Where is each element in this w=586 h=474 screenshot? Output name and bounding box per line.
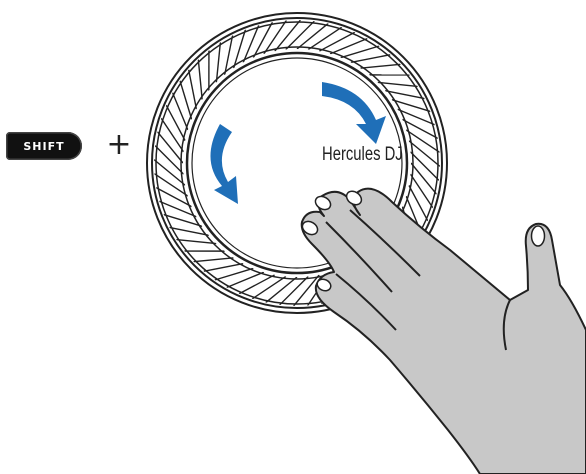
grip-hatch-line — [251, 275, 287, 300]
grip-hatch-line — [296, 22, 329, 50]
grip-hatch-line — [252, 21, 274, 59]
grip-hatch-line — [409, 151, 440, 181]
grip-hatch-line — [410, 162, 438, 195]
grip-hatch-line — [163, 213, 203, 228]
grip-hatch-line — [156, 131, 184, 164]
grip-hatch-line — [408, 184, 429, 222]
grip-hatch-line — [409, 173, 434, 209]
grip-hatch-line — [377, 81, 418, 88]
grip-hatch-line — [179, 80, 193, 120]
grip-hatch-line — [408, 140, 440, 167]
grip-hatch-line — [401, 118, 439, 140]
grip-hatch-line — [215, 42, 222, 83]
brand-label: Hercules DJ — [322, 144, 403, 165]
grip-hatch-line — [197, 59, 203, 100]
grip-hatch-line — [307, 26, 343, 51]
grip-hatch-line — [154, 145, 185, 175]
grip-hatch-line — [397, 108, 436, 126]
grip-hatch-line — [360, 63, 401, 69]
grip-hatch-line — [165, 104, 186, 142]
grip-hatch-line — [350, 53, 391, 64]
grip-hatch-line — [265, 276, 298, 304]
grip-hatch-line — [329, 37, 368, 55]
grip-hatch-line — [155, 186, 193, 208]
grip-hatch-line — [171, 92, 189, 131]
shift-key-label: SHIFT — [23, 139, 65, 153]
grip-hatch-line — [226, 271, 265, 289]
grip-hatch-line — [279, 275, 309, 306]
grip-hatch-line — [176, 238, 217, 245]
rotate-arrows-icon — [210, 82, 386, 204]
grip-hatch-line — [318, 31, 356, 52]
grip-hatch-line — [238, 274, 276, 295]
grip-hatch-line — [274, 20, 301, 52]
grip-hatch-line — [158, 200, 197, 218]
grip-hatch-line — [193, 257, 234, 263]
hand-icon — [300, 187, 586, 474]
grip-hatch-line — [203, 262, 244, 273]
grip-hatch-line — [384, 89, 425, 100]
grip-hatch-line — [293, 274, 320, 306]
grip-hatch-line — [340, 45, 380, 59]
grip-hatch-line — [154, 173, 189, 197]
grip-hatch-line — [214, 267, 254, 281]
grip-hatch-line — [391, 98, 431, 113]
grip-hatch-line — [285, 20, 315, 51]
grip-hatch-line — [154, 159, 186, 186]
grip-hatch-line — [187, 69, 198, 110]
plus-sign: + — [106, 127, 132, 162]
grip-hatch-line — [223, 35, 234, 76]
grip-hatch-line — [242, 24, 260, 63]
shift-key: SHIFT — [6, 132, 82, 160]
grip-hatch-line — [232, 29, 247, 69]
grip-hatch-line — [263, 20, 287, 55]
grip-hatch-line — [405, 129, 440, 153]
grip-hatch-line — [169, 226, 210, 237]
grip-hatch-line — [160, 117, 185, 153]
